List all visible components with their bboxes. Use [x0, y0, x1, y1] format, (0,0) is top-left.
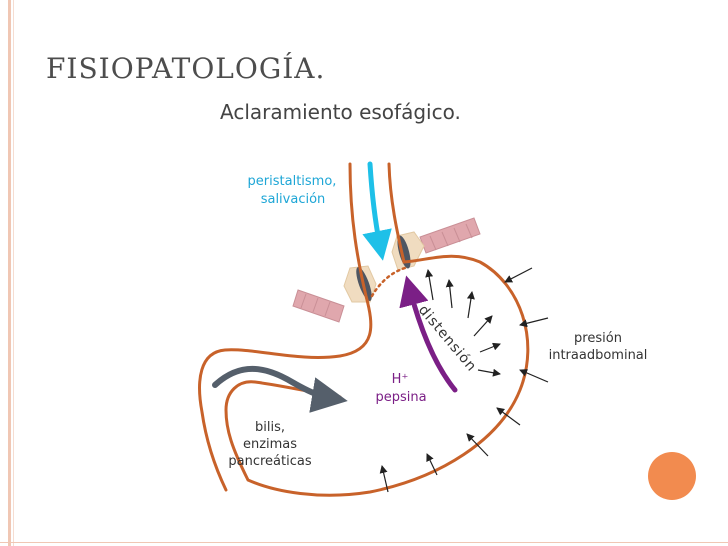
bottom-decorative-rule: [0, 542, 728, 543]
pressure-label-line2: intraadbominal: [549, 348, 648, 363]
pressure-arrows: [379, 267, 549, 493]
gastric-junction-dotted: [370, 266, 407, 298]
left-decorative-rule: [8, 0, 11, 546]
bile-reflux-arrow: [212, 365, 348, 413]
pressure-label-line1: presión: [574, 331, 622, 346]
sphincter-muscle-lower: [292, 289, 345, 323]
peristalsis-label-line2: salivación: [261, 192, 326, 207]
left-decorative-rule-thin: [13, 0, 14, 546]
bile-label-line2: enzimas: [243, 437, 297, 452]
peristalsis-label-line1: peristaltismo,: [248, 174, 337, 189]
acid-reflux-arrow: [399, 275, 458, 393]
stomach-outline: [198, 162, 530, 497]
sphincter-muscle-upper: [419, 217, 481, 254]
peristalsis-arrow: [362, 161, 392, 261]
acid-label-line1: H⁺: [392, 372, 409, 387]
distension-arrows: [425, 269, 501, 377]
slide-title: FISIOPATOLOGÍA.: [46, 52, 326, 85]
acid-label-line2: pepsina: [375, 390, 426, 405]
slide-subtitle: Aclaramiento esofágico.: [220, 100, 461, 124]
bile-label-line1: bilis,: [255, 420, 285, 435]
decorative-circle: [648, 452, 696, 500]
bile-label-line3: pancreáticas: [228, 454, 311, 469]
